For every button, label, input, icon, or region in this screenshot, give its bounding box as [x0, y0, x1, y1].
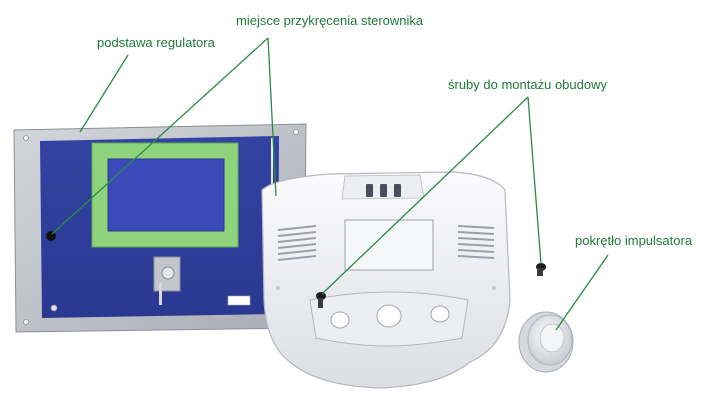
leader-screw-right [527, 96, 542, 265]
housing-screw-left-icon [316, 292, 326, 308]
label-screws: śruby do montażu obudowy [448, 77, 607, 92]
leader-base [79, 54, 129, 133]
base-label-plate [227, 295, 251, 306]
frame-hole-icon [23, 319, 29, 325]
connector-knob-icon [161, 266, 175, 280]
housing-body [261, 171, 511, 389]
right-vent-grille [457, 225, 495, 259]
housing-window [344, 219, 434, 271]
leader-lines [51, 37, 609, 331]
encoder-knob [518, 311, 574, 373]
housing-screw-right-icon [536, 263, 546, 276]
left-vent-grille [277, 225, 317, 261]
leader-mount-right [267, 37, 277, 197]
frame-hole-icon [23, 135, 29, 141]
leader-mount-left [51, 37, 269, 235]
frame-hole-icon [293, 129, 299, 135]
label-knob: pokrętło impulsatora [575, 233, 693, 248]
button-right-icon [430, 305, 450, 323]
label-mount-points: miejsce przykręcenia sterownika [236, 13, 424, 28]
leader-screw-left [321, 96, 529, 295]
controller-base [13, 123, 307, 333]
controller-housing [261, 171, 511, 389]
button-left-icon [330, 311, 350, 329]
button-center-icon [376, 304, 402, 328]
lcd-screen [107, 158, 225, 232]
label-base: podstawa regulatora [97, 35, 215, 50]
leader-knob [555, 254, 609, 331]
